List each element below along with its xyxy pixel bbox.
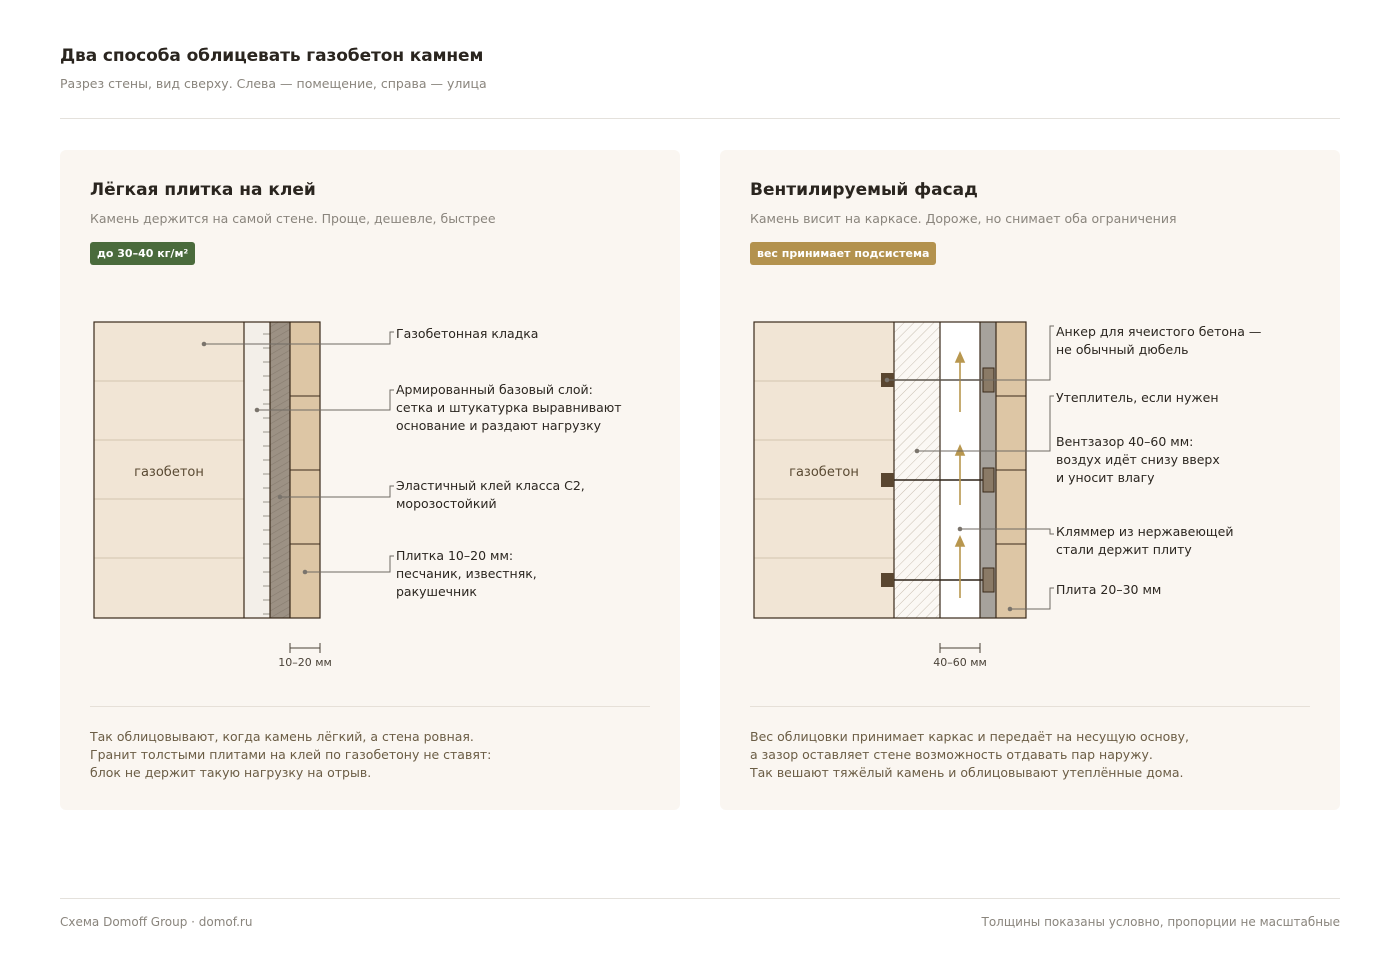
page-subtitle: Разрез стены, вид сверху. Слева — помеще… [60, 76, 487, 91]
base-layer [244, 322, 270, 618]
card-ventilated-facade: Вентилируемый фасад Камень висит на карк… [720, 150, 1340, 810]
leader-lines [204, 331, 394, 573]
card-adhesive-tile: Лёгкая плитка на клей Камень держится на… [60, 150, 680, 810]
anchor [881, 467, 995, 493]
callout-air-gap: Вентзазор 40–60 мм: воздух идёт снизу вв… [1056, 434, 1224, 485]
footer-disclaimer: Толщины показаны условно, пропорции не м… [981, 915, 1341, 929]
leader-dots [884, 377, 1013, 612]
callout-slab: Плита 20–30 мм [1056, 582, 1161, 597]
card-note: Так облицовывают, когда камень лёгкий, а… [90, 729, 492, 780]
load-badge: вес принимает подсистема [750, 242, 937, 265]
dimension-marker [939, 643, 981, 653]
slab-joints [996, 395, 1026, 545]
page-header: Два способа облицевать газобетон камнем … [60, 46, 1340, 91]
wall-label: газобетон [134, 465, 204, 480]
card-note: Вес облицовки принимает каркас и передаё… [750, 729, 1190, 780]
arrow-up-icon [954, 535, 966, 547]
aerated-block [754, 322, 894, 618]
page-title: Два способа облицевать газобетон камнем [60, 46, 484, 66]
section-diagram-ventilated: газобетон [753, 321, 1265, 669]
card-subtitle: Камень держится на самой стене. Проще, д… [90, 211, 496, 226]
layer-outlines [753, 321, 1027, 619]
card-divider [90, 706, 650, 707]
footer-divider [60, 898, 1340, 899]
callout-anchor: Анкер для ячеистого бетона — не обычный … [1056, 324, 1265, 357]
tile-joints [290, 395, 320, 545]
callout-aerated-masonry: Газобетонная кладка [396, 326, 538, 341]
wall-label: газобетон [789, 465, 859, 480]
arrow-up-icon [954, 351, 966, 363]
dimension-label: 40–60 мм [933, 656, 987, 669]
leader-lines [887, 325, 1054, 610]
callout-base-layer: Армированный базовый слой: сетка и штука… [396, 382, 626, 433]
load-badge: до 30–40 кг/м² [90, 242, 196, 265]
card-divider [750, 706, 1310, 707]
airflow-arrows [954, 351, 966, 598]
block-joints [94, 380, 244, 559]
footer-credit: Схема Domoff Group · domof.ru [60, 915, 253, 929]
card-subtitle: Камень висит на каркасе. Дороже, но сним… [750, 211, 1177, 226]
callout-tile: Плитка 10–20 мм: песчаник, известняк, ра… [396, 548, 541, 599]
dimension-label: 10–20 мм [278, 656, 332, 669]
dimension-marker [289, 643, 321, 653]
header-divider [60, 118, 1340, 119]
leader-dots [201, 341, 308, 575]
aerated-block [94, 322, 244, 618]
callout-insulation: Утеплитель, если нужен [1056, 390, 1219, 405]
insulation-layer [894, 322, 940, 618]
block-joints [754, 380, 894, 559]
layer-outlines [93, 321, 321, 619]
callout-clamp: Кляммер из нержавеющей стали держит плит… [1056, 524, 1237, 557]
anchor [881, 567, 995, 593]
callout-adhesive: Эластичный клей класса С2, морозостойкий [396, 478, 589, 511]
card-title: Вентилируемый фасад [750, 180, 978, 200]
card-title: Лёгкая плитка на клей [90, 180, 316, 200]
section-diagram-adhesive: газобетон [93, 321, 626, 669]
mesh-ticks [263, 333, 270, 615]
adhesive-layer [270, 322, 290, 618]
